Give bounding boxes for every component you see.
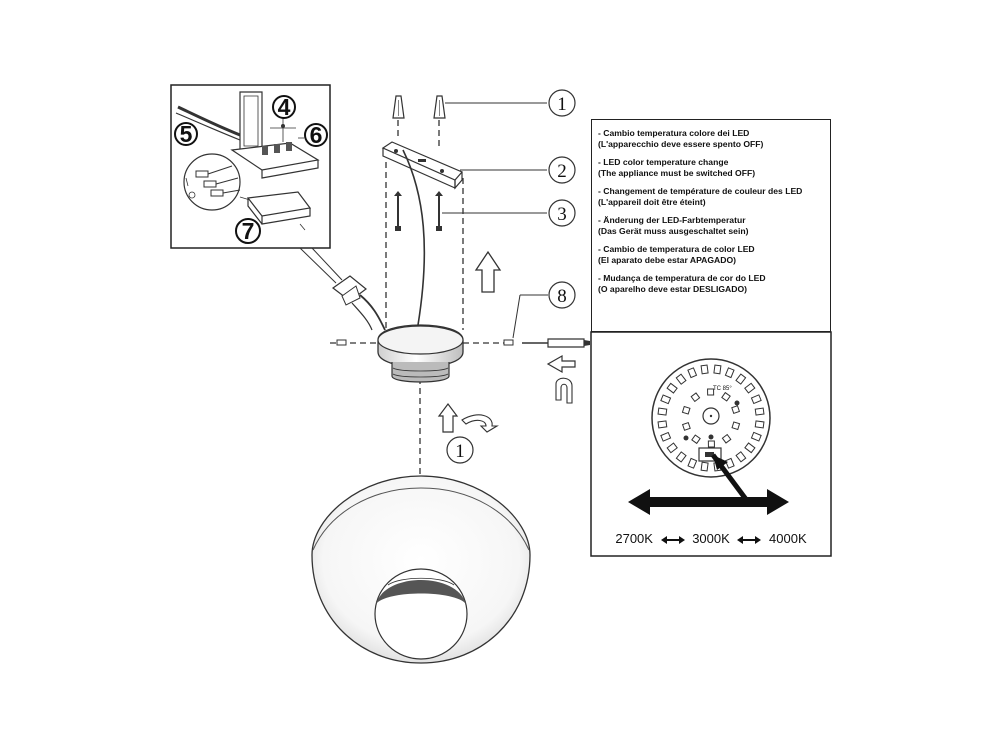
led-chip (707, 388, 715, 396)
instruction-english: - LED color temperature change(The appli… (598, 157, 756, 178)
led-chip (724, 457, 735, 469)
cable-connector (331, 275, 386, 331)
led-chip (731, 405, 741, 415)
led-chip (750, 394, 762, 405)
screwdriver-icon (522, 338, 590, 348)
instruction-italian: - Cambio temperatura colore dei LED(L'ap… (598, 128, 764, 149)
led-chip (657, 420, 668, 429)
led-chip (666, 442, 678, 454)
cct-4000k: 4000K (769, 531, 807, 546)
led-chip (687, 367, 698, 379)
led-chip (660, 394, 672, 405)
led-chip (724, 367, 735, 379)
led-chip (700, 364, 709, 375)
instruction-spanish: - Cambio de temperatura de color LED(El … (598, 244, 755, 265)
led-chip (735, 451, 747, 463)
led-chip (657, 407, 668, 416)
svg-text:1: 1 (455, 441, 465, 462)
led-chip (666, 382, 678, 394)
led-chip (675, 451, 687, 463)
led-chip (660, 431, 672, 442)
led-chip (744, 382, 756, 394)
wiring-inset: 4 5 6 7 (170, 84, 331, 249)
suspension-cable (402, 149, 426, 326)
svg-text:2: 2 (557, 161, 567, 182)
inset-number-4: 4 (278, 94, 291, 120)
mounting-bracket (381, 141, 547, 190)
rotate-arrow-icon (555, 377, 573, 404)
wall-plugs (392, 95, 547, 119)
led-chip (754, 420, 765, 429)
led-ring-outer (657, 364, 765, 472)
callout-3: 3 (548, 199, 576, 227)
lamp-shade (311, 475, 531, 664)
inset-leader (299, 247, 343, 284)
led-chip (721, 433, 732, 444)
led-chip (713, 364, 722, 375)
svg-text:8: 8 (557, 286, 567, 307)
cct-slide-arrow-icon (628, 489, 789, 515)
switch-pointer-arrow (710, 453, 751, 504)
inset-number-7: 7 (242, 218, 255, 244)
led-chip (700, 461, 709, 472)
led-chip (707, 440, 715, 448)
led-chip (687, 457, 698, 469)
led-chip (744, 442, 756, 454)
led-board: TC 85° (651, 358, 771, 478)
up-arrow-icon (474, 250, 502, 293)
callout-1: 1 (548, 89, 576, 117)
cct-3000k: 3000K (692, 531, 730, 546)
led-chip (675, 373, 687, 385)
svg-text:1: 1 (557, 94, 567, 115)
screws (394, 191, 547, 231)
led-chip (735, 373, 747, 385)
inset-number-5: 5 (180, 121, 193, 147)
callout-1-shade: 1 (446, 436, 474, 464)
led-chip (681, 421, 691, 431)
instructions-box: - Cambio temperatura colore dei LED(L'ap… (591, 119, 831, 332)
led-chip (681, 405, 691, 415)
led-chip (750, 431, 762, 442)
led-chip (721, 391, 731, 402)
instruction-french: - Changement de température de couleur d… (598, 186, 803, 207)
double-arrow-icon (737, 535, 762, 544)
ceiling-canopy (377, 324, 464, 383)
led-chip (731, 421, 741, 431)
led-chip (754, 407, 765, 416)
cct-2700k: 2700K (615, 531, 653, 546)
shade-up-arrow-icon (437, 403, 459, 433)
instruction-german: - Änderung der LED-Farbtemperatur(Das Ge… (598, 215, 749, 236)
led-chip (691, 434, 701, 445)
led-ring-inner (681, 388, 741, 448)
led-chip (690, 392, 701, 403)
callout-2: 2 (548, 156, 576, 184)
callout-8: 8 (548, 281, 576, 309)
double-arrow-icon (660, 535, 685, 544)
left-arrow-icon (546, 354, 576, 374)
side-screws (336, 294, 548, 346)
instruction-portuguese: - Mudança de temperatura de cor do LED(O… (598, 273, 766, 294)
led-board-marking: TC 85° (713, 386, 732, 392)
color-temperature-scale: 2700K 3000K 4000K (593, 531, 829, 546)
inset-number-6: 6 (310, 122, 323, 148)
shade-rotate-icon (461, 414, 499, 433)
svg-text:3: 3 (557, 204, 567, 225)
alignment-lines (330, 120, 505, 475)
